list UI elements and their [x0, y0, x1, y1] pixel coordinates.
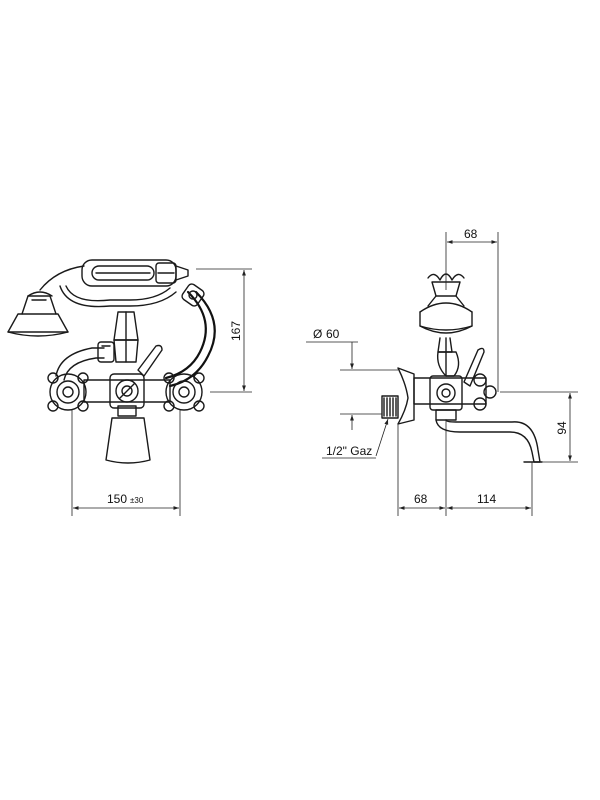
- connection-leader: 1/2" Gaz: [322, 418, 389, 459]
- side-lever: [463, 347, 485, 387]
- cradle-column: [113, 311, 139, 363]
- left-cross-handle: [47, 372, 89, 412]
- diameter-symbol: Ø: [313, 327, 322, 341]
- right-cross-handle: [163, 372, 205, 412]
- hose: [164, 283, 216, 388]
- width-tolerance-label: ±30: [130, 496, 144, 505]
- diameter-dimension: Ø 60: [306, 327, 398, 430]
- side-view: 68 Ø 60 1/2" Gaz 94: [306, 227, 578, 516]
- cradle-hook: [59, 285, 177, 308]
- left-hose-connection: [55, 341, 115, 381]
- diameter-dim-label: 60: [326, 327, 340, 341]
- side-spout: [435, 419, 543, 463]
- height-dimension: 167: [196, 268, 252, 393]
- spout-height-dimension: 94: [500, 391, 578, 463]
- mixer-body: [83, 373, 171, 417]
- shower-neck: [39, 265, 85, 291]
- top-width-dim-label: 68: [464, 227, 478, 241]
- top-width-dimension: 68: [445, 227, 499, 392]
- hand-shower-handle: [81, 259, 189, 287]
- width-dim-label: 150: [107, 492, 127, 506]
- diverter-lever: [137, 344, 163, 377]
- front-spout: [105, 417, 151, 464]
- connection-label: 1/2" Gaz: [326, 444, 372, 458]
- bottom-dimensions: 68 114: [397, 420, 533, 516]
- side-shower-head: [419, 273, 473, 334]
- bottom-right-dim-label: 114: [477, 492, 496, 506]
- spout-height-dim-label: 94: [555, 421, 569, 435]
- front-view: 167 150 ±30: [7, 259, 252, 516]
- bottom-left-dim-label: 68: [414, 492, 428, 506]
- height-dim-label: 167: [229, 321, 243, 341]
- width-dimension: 150 ±30: [71, 410, 181, 516]
- side-body: [413, 373, 497, 421]
- hand-shower-head: [7, 291, 69, 337]
- side-column: [436, 337, 460, 377]
- wall-flange: [381, 367, 415, 425]
